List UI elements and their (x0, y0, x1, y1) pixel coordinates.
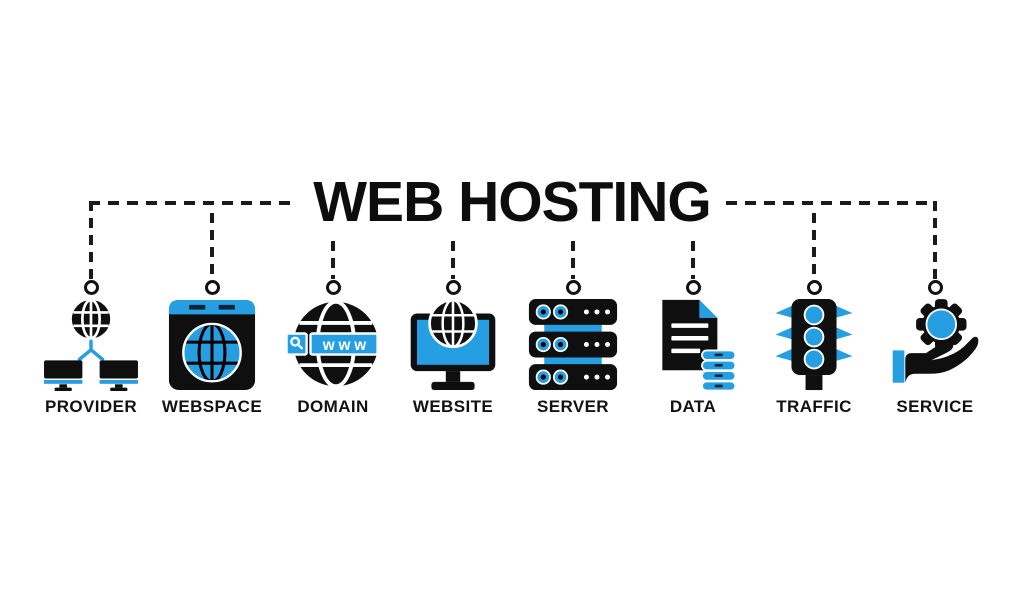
item-label: TRAFFIC (776, 397, 852, 416)
drop-line-server (571, 241, 575, 279)
drop-line-provider (89, 201, 93, 279)
document-database-icon (662, 299, 737, 391)
connector-node (565, 280, 581, 295)
drop-line-webspace (210, 213, 214, 279)
item-label: PROVIDER (45, 397, 137, 416)
item-webspace: WEBSPACE (147, 280, 277, 417)
www-text: www (322, 337, 370, 354)
item-label: WEBSITE (412, 397, 494, 416)
item-label: SERVICE (896, 397, 974, 416)
item-server: SERVER (508, 280, 638, 417)
connector-node (806, 280, 822, 295)
hand-holding-gear-icon (892, 299, 979, 383)
drop-line-website (451, 241, 455, 279)
item-data: DATA (628, 280, 758, 417)
connector-node (83, 280, 99, 295)
drop-line-service (933, 201, 937, 279)
item-traffic: TRAFFIC (749, 280, 879, 417)
drop-line-data (691, 241, 695, 279)
item-label: SERVER (536, 397, 609, 416)
globe-network-computers-icon (44, 299, 138, 391)
connector-node (445, 280, 461, 295)
drop-line-domain (331, 241, 335, 279)
globe-address-bar-icon: www (285, 299, 379, 389)
item-provider: PROVIDER (26, 280, 156, 417)
connector-node (325, 280, 341, 295)
item-domain: www DOMAIN (268, 280, 398, 417)
monitor-globe-icon (410, 299, 496, 390)
traffic-light-icon (775, 299, 853, 391)
connector-node (204, 280, 220, 295)
server-rack-icon (528, 299, 618, 391)
browser-window-globe-icon (168, 300, 256, 390)
item-website: WEBSITE (388, 280, 518, 417)
connector-node (685, 280, 701, 295)
dashed-line-right (726, 201, 937, 205)
drop-line-traffic (812, 213, 816, 279)
item-service: SERVICE (870, 280, 1000, 417)
item-label: WEBSPACE (161, 397, 263, 416)
item-label: DATA (669, 397, 717, 416)
page-title: WEB HOSTING (313, 170, 712, 234)
item-label: DOMAIN (297, 397, 369, 416)
dashed-line-left (89, 201, 296, 205)
connector-node (927, 280, 943, 295)
